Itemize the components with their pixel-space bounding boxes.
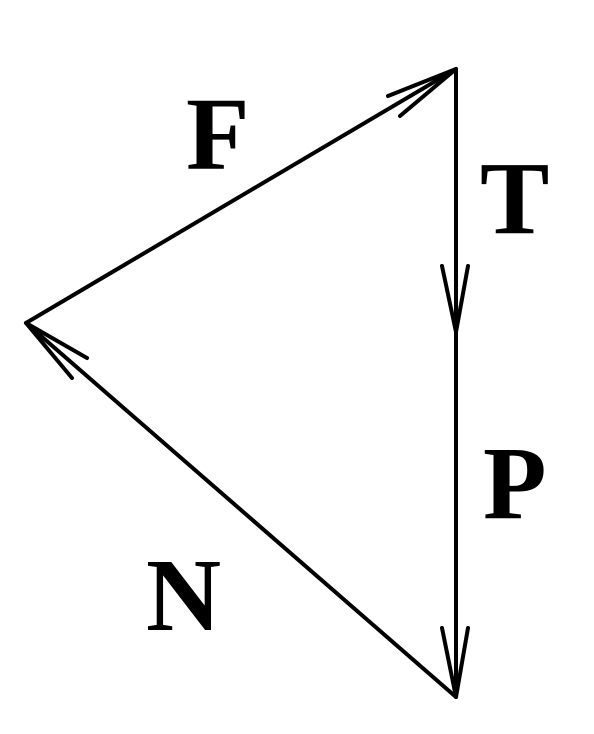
edge-f (24, 67, 458, 325)
arrowhead-n (24, 321, 89, 380)
label-t: T (480, 141, 549, 256)
arrowhead-f (386, 67, 458, 118)
arrowhead-t (440, 264, 470, 334)
edge-n (24, 321, 458, 699)
label-n: N (146, 538, 221, 653)
label-f: F (186, 77, 250, 192)
label-p: P (483, 426, 547, 541)
